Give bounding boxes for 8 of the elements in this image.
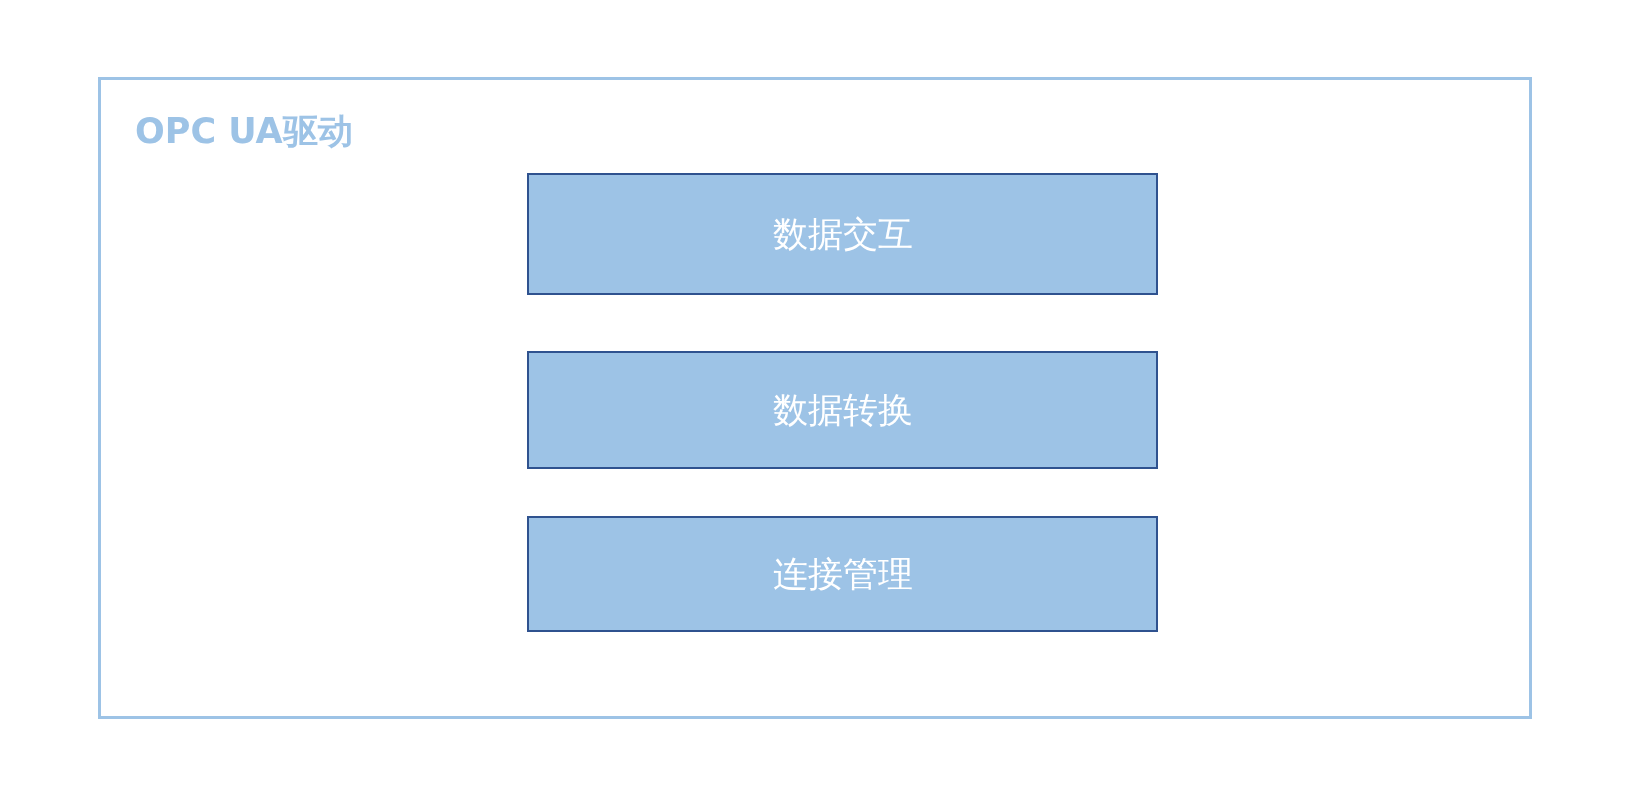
panel-title: OPC UA驱动 bbox=[135, 110, 353, 152]
module-label: 连接管理 bbox=[772, 553, 913, 595]
module-label: 数据交互 bbox=[772, 213, 913, 255]
module-box bbox=[527, 516, 1158, 632]
module-label: 数据转换 bbox=[772, 389, 913, 431]
module-box bbox=[527, 173, 1158, 295]
driver-panel bbox=[98, 77, 1532, 719]
module-box bbox=[527, 351, 1158, 469]
